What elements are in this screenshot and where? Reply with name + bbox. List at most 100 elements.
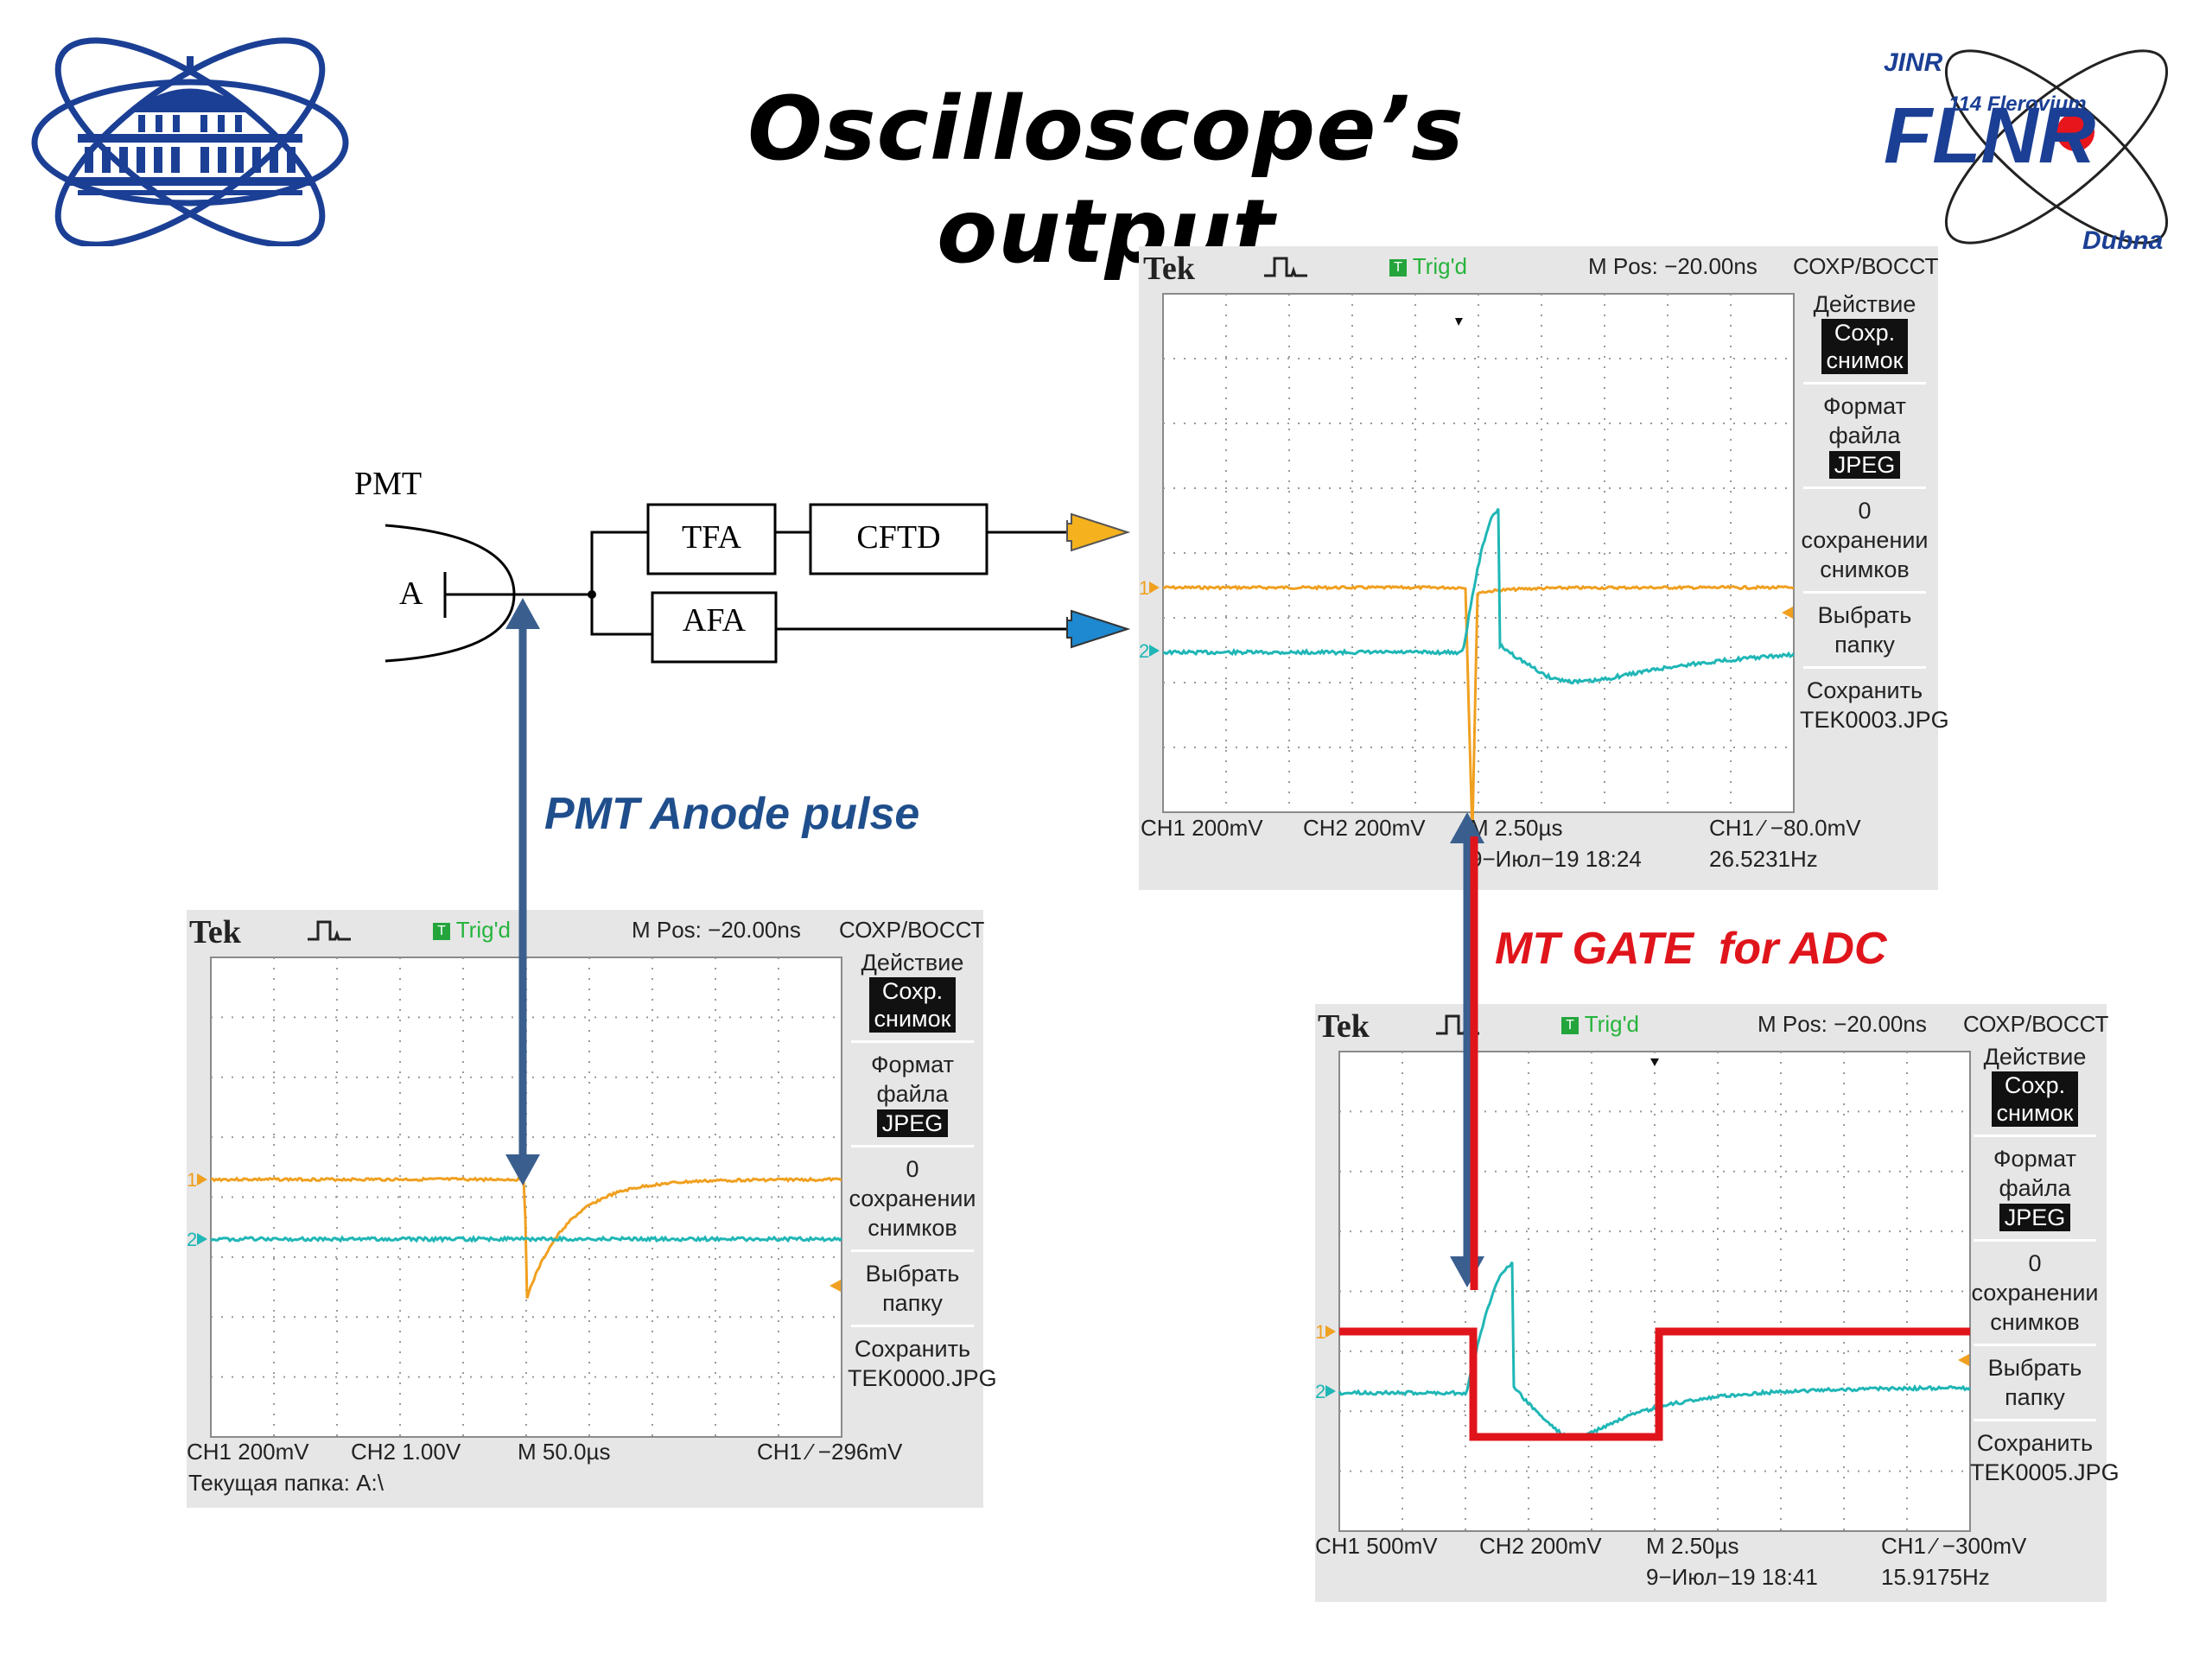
flnr-red-dot [2056, 113, 2094, 151]
format-value[interactable]: JPEG [1828, 451, 1901, 479]
menu-title: СОХР/ВОССТ [1793, 253, 1939, 279]
trig-status: Trig'd [1412, 253, 1468, 279]
menu-format-a: Формат [1993, 1146, 2076, 1172]
format-value[interactable]: JPEG [876, 1109, 949, 1137]
ch2-trace [210, 1235, 843, 1243]
tfa-block [646, 503, 777, 575]
cftd-label: CFTD [856, 519, 941, 556]
scope-top-right: Tek T Trig'd M Pos: −20.00ns СОХР/ВОССТ … [1139, 246, 1949, 890]
timebase: M 2.50µs [1646, 1533, 1739, 1559]
trigger-pos-icon [1650, 1058, 1659, 1066]
scope-bottom-right: Tek T Trig'd M Pos: −20.00ns СОХР/ВОССТ … [1315, 1004, 2120, 1602]
saves-label-b: снимков [868, 1215, 957, 1241]
menu-title: СОХР/ВОССТ [839, 917, 985, 943]
jinr-emblem-logo [31, 37, 349, 246]
choose-folder-a[interactable]: Выбрать [1987, 1355, 2082, 1381]
save-file-b[interactable]: TEK0005.JPG [1970, 1459, 2120, 1485]
choose-folder-b[interactable]: папку [882, 1290, 943, 1316]
ch2-scale: CH2 200mV [1303, 815, 1426, 841]
trigger-level: CH1 ⁄ −296mV [757, 1439, 903, 1465]
trigger-level-icon [1782, 607, 1793, 619]
flerovium-text: 114 Flerovium [1948, 92, 2087, 116]
save-snapshot-button[interactable]: Сохр.снимок [1821, 319, 1909, 374]
trig-status: Trig'd [1584, 1011, 1640, 1037]
channel-marker-icon [197, 1173, 207, 1185]
timebase: M 50.0µs [518, 1439, 611, 1465]
scope-screen: 12 [1315, 1051, 1972, 1532]
mpos-readout: M Pos: −20.00ns [632, 917, 801, 943]
dubna-text: Dubna [2082, 226, 2163, 255]
flnr-text: FLNR [1884, 92, 2095, 180]
trigger-level-icon [830, 1280, 841, 1292]
ch1-scale: CH1 200mV [187, 1439, 309, 1465]
gate-label: MT GATE for ADC [1495, 924, 1887, 974]
scope-screen: 12 [1139, 293, 1796, 836]
menu-format-a: Формат [1823, 393, 1906, 419]
trig-icon: T [433, 923, 450, 941]
pmt-label: PMT [354, 466, 423, 502]
menu-action: Действие [861, 950, 964, 976]
save-file-a[interactable]: Сохранить [1806, 677, 1923, 703]
anode-pulse-label: PMT Anode pulse [544, 789, 920, 839]
scope-brand: Tek [189, 914, 241, 950]
save-count: 0 [2028, 1250, 2042, 1276]
mpos-readout: M Pos: −20.00ns [1588, 253, 1758, 279]
save-count: 0 [1858, 498, 1872, 524]
trigger-level: CH1 ⁄ −80.0mV [1709, 815, 1861, 841]
menu-title: СОХР/ВОССТ [1963, 1011, 2109, 1037]
save-file-b[interactable]: TEK0003.JPG [1800, 707, 1949, 733]
channel-marker-label: 2 [1139, 640, 1149, 662]
pulse-icon [1436, 1014, 1479, 1035]
wire-to-tfa [590, 531, 648, 594]
trigger-level: CH1 ⁄ −300mV [1881, 1533, 2027, 1559]
choose-folder-b[interactable]: папку [2005, 1384, 2065, 1410]
ch1-scale: CH1 200mV [1141, 815, 1263, 841]
anode-label: A [399, 575, 423, 612]
wire-to-afa [590, 594, 652, 636]
jinr-text: JINR [1884, 48, 1943, 77]
date-time: 9−Июл−19 18:24 [1470, 846, 1642, 872]
timebase: M 2.50µs [1470, 815, 1563, 841]
channel-marker-icon [1325, 1385, 1336, 1397]
scope-menu: Действие Сохр.снимок Формат файла JPEG 0… [848, 948, 997, 1393]
grid-lines [1339, 1052, 1970, 1531]
save-count: 0 [906, 1156, 919, 1182]
saves-label-a: сохранении [1971, 1280, 2099, 1306]
menu-format-b: файла [1828, 423, 1901, 448]
scope-bottom-left: Tek T Trig'd M Pos: −20.00ns СОХР/ВОССТ … [187, 910, 997, 1508]
pulse-icon [308, 920, 351, 941]
trigger-frequency: 26.5231Hz [1709, 846, 1818, 872]
choose-folder-a[interactable]: Выбрать [865, 1261, 960, 1287]
scope-menu: Действие Сохр.снимок Формат файла JPEG 0… [1800, 289, 1949, 734]
choose-folder-b[interactable]: папку [1834, 632, 1895, 658]
scope-screen: 12 [187, 957, 843, 1438]
ch2-trace [1338, 1261, 1972, 1440]
afa-label: AFA [682, 602, 747, 639]
ch1-scale: CH1 500mV [1315, 1533, 1438, 1559]
grid-lines [1163, 294, 1794, 812]
ch2-scale: CH2 1.00V [351, 1439, 461, 1465]
trigger-frequency: 15.9175Hz [1881, 1564, 1990, 1590]
scope-brand: Tek [1318, 1008, 1370, 1045]
save-snapshot-button[interactable]: Сохр.снимок [868, 977, 957, 1033]
gate-pulse [1339, 1327, 1970, 1441]
format-value[interactable]: JPEG [1999, 1204, 2071, 1231]
menu-format-a: Формат [871, 1052, 954, 1077]
save-file-b[interactable]: TEK0000.JPG [848, 1365, 997, 1391]
save-file-a[interactable]: Сохранить [1976, 1430, 2094, 1456]
schematic-wiring [385, 503, 1131, 664]
save-snapshot-button[interactable]: Сохр.снимок [1991, 1071, 2079, 1127]
trigger-pos-icon [1455, 318, 1463, 326]
choose-folder-a[interactable]: Выбрать [1817, 602, 1912, 628]
channel-marker-label: 2 [187, 1229, 197, 1250]
ch1-trace [1162, 584, 1795, 836]
saves-label-b: снимков [1820, 556, 1910, 582]
ch2-scale: CH2 200mV [1479, 1533, 1602, 1559]
mpos-readout: M Pos: −20.00ns [1758, 1011, 1927, 1037]
afa-block [651, 591, 778, 664]
ch1-trace [210, 1176, 842, 1299]
menu-format-b: файла [1999, 1175, 2071, 1201]
current-folder: Текущая папка: A:\ [188, 1470, 384, 1496]
pulse-icon [1264, 257, 1307, 277]
save-file-a[interactable]: Сохранить [854, 1336, 971, 1362]
